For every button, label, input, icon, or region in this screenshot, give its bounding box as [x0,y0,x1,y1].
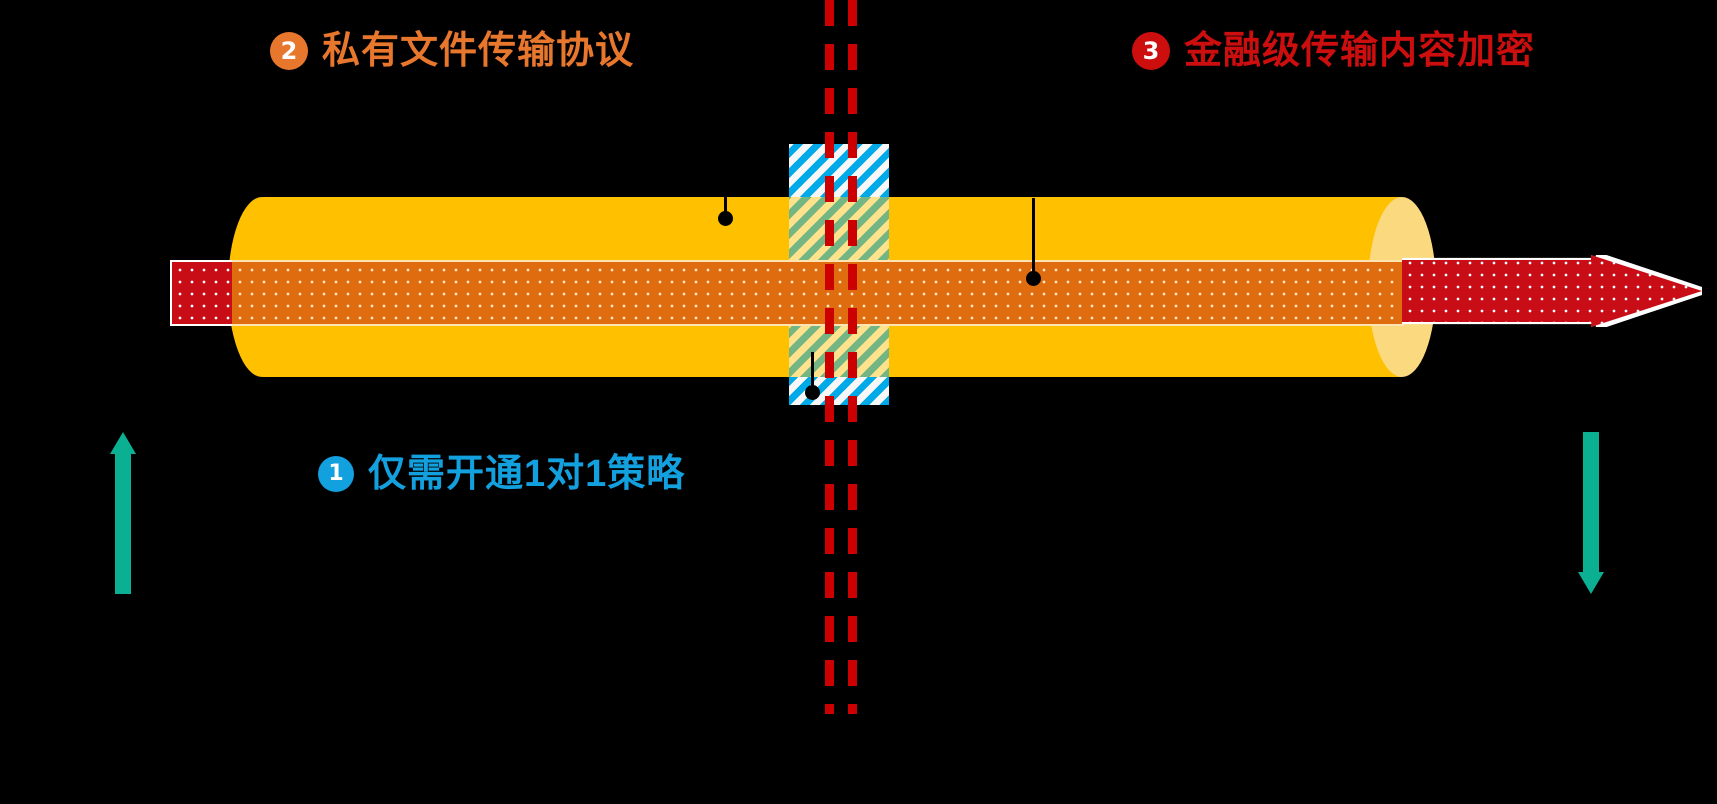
protocol-boundary-box-bottom [789,377,889,405]
right-downlink-arrow [1578,432,1604,594]
callout-2: 2 私有文件传输协议 [270,32,634,70]
leader-dot-boundary-box [805,385,820,400]
right-downlink-arrow-shaft [1583,432,1599,576]
leader-line-inner-arrow [1032,198,1035,276]
callout-3: 3 金融级传输内容加密 [1132,32,1535,70]
protocol-boundary-box-top [789,144,889,197]
right-downlink-arrow-head [1578,572,1604,594]
network-boundary-dashed-line-left [825,0,834,714]
leader-dot-inner-arrow [1026,271,1041,286]
left-uplink-arrow-shaft [115,450,131,594]
callout-1-badge: 1 [318,456,354,492]
data-flow-arrow-body [232,260,1404,326]
network-boundary-dashed-line-right [848,0,857,714]
leader-line-boundary-box [811,352,814,390]
callout-2-badge: 2 [270,32,308,70]
data-flow-arrow [170,255,1702,327]
callout-1: 1 仅需开通1对1策略 [318,455,685,493]
arrow-head-fill [1402,255,1702,327]
callout-3-label: 金融级传输内容加密 [1184,30,1536,72]
left-uplink-arrow-head [110,432,136,454]
callout-2-label: 私有文件传输协议 [322,30,635,72]
leader-dot-tunnel [718,211,733,226]
left-uplink-arrow [110,432,136,594]
callout-1-label: 仅需开通1对1策略 [368,453,686,495]
data-flow-arrow-head [1402,255,1702,327]
leader-line-tunnel [724,150,727,216]
callout-3-badge: 3 [1132,32,1170,70]
data-flow-arrow-tail [170,260,236,326]
